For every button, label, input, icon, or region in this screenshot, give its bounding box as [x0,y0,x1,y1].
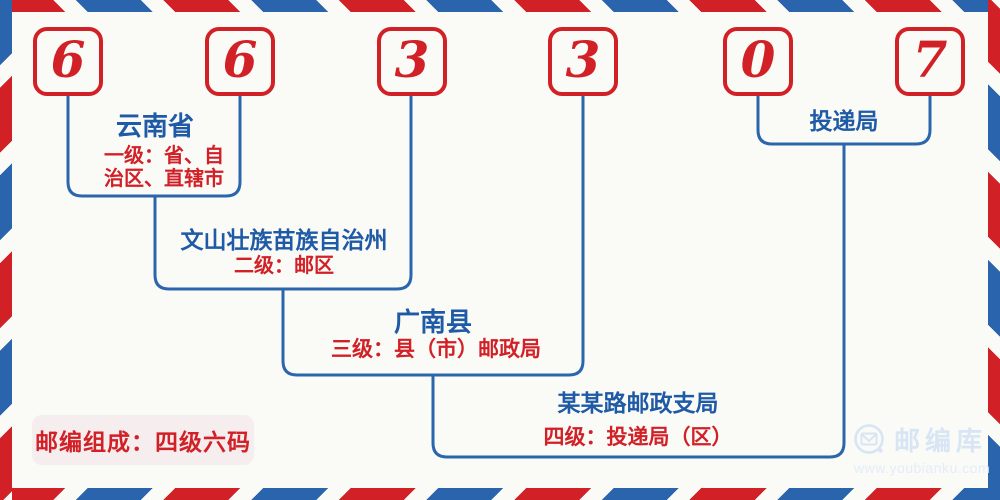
digit-box-5: 0 [723,27,793,96]
digit-4: 3 [565,29,601,89]
airmail-border-right [988,0,1000,500]
digit-box-6: 7 [895,27,965,96]
level3-title: 广南县 [393,307,473,337]
delivery-office-label: 投递局 [809,108,879,134]
digit-2: 6 [222,29,258,89]
digit-1: 6 [50,29,86,89]
level4-title: 某某路邮政支局 [557,390,719,416]
level4-desc: 四级：投递局（区） [543,426,733,449]
level1-desc: 一级：省、自 治区、直辖市 [104,145,224,190]
envelope-icon [854,423,884,454]
digit-5: 0 [740,29,776,89]
watermark-brand: 邮编库 [894,426,988,456]
digit-box-2: 6 [205,27,275,96]
bracket-level4 [431,144,846,459]
site-watermark: 邮编库 www.youbianku.com [852,421,992,476]
bracket-delivery [756,96,932,146]
digit-6: 7 [912,29,948,89]
digit-box-3: 3 [377,27,447,96]
airmail-border-bottom [0,488,1000,500]
airmail-border-top [0,0,1000,12]
digit-box-4: 3 [548,27,618,96]
badge-text: 邮编组成：四级六码 [35,429,251,455]
level1-title: 云南省 [115,111,195,141]
level2-desc: 二级：邮区 [234,255,334,277]
digit-box-1: 6 [33,27,103,96]
watermark-url: www.youbianku.com [854,460,991,476]
digit-3: 3 [394,29,430,89]
postal-code-composition-badge: 邮编组成：四级六码 [32,415,254,465]
level3-desc: 三级：县（市）邮政局 [331,338,541,361]
airmail-border-left [0,0,12,500]
level2-title: 文山壮族苗族自治州 [180,227,388,253]
